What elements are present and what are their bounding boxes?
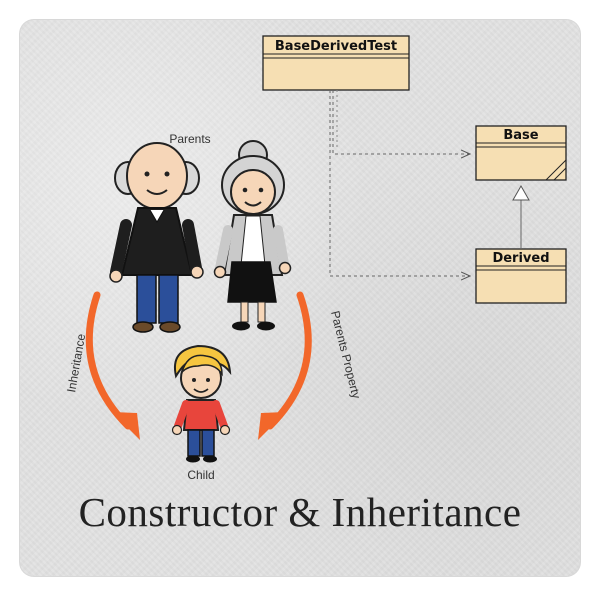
inheritance-arrow xyxy=(85,291,140,440)
uml-class-basederivedtest: BaseDerivedTest xyxy=(262,35,410,91)
uml-class-name: Base xyxy=(503,128,538,143)
mother-figure xyxy=(213,140,292,331)
uml-class-base: Base xyxy=(475,125,567,181)
inheritance-label: Inheritance xyxy=(64,332,88,393)
dependency-arrow-to-derived xyxy=(329,90,470,276)
child-figure xyxy=(171,344,232,463)
uml-class-name: Derived xyxy=(492,251,549,266)
parents-property-arrow xyxy=(258,291,312,440)
generalization-arrow xyxy=(512,184,530,249)
dependency-arrow-to-base xyxy=(332,90,470,154)
parents-label: Parents xyxy=(169,132,210,146)
uml-class-derived: Derived xyxy=(475,248,567,304)
page-title: Constructor & Inheritance xyxy=(78,489,522,535)
child-label: Child xyxy=(187,468,214,482)
uml-class-name: BaseDerivedTest xyxy=(275,39,397,54)
father-figure xyxy=(109,142,204,333)
parents-property-label: Parents Property xyxy=(328,309,363,400)
